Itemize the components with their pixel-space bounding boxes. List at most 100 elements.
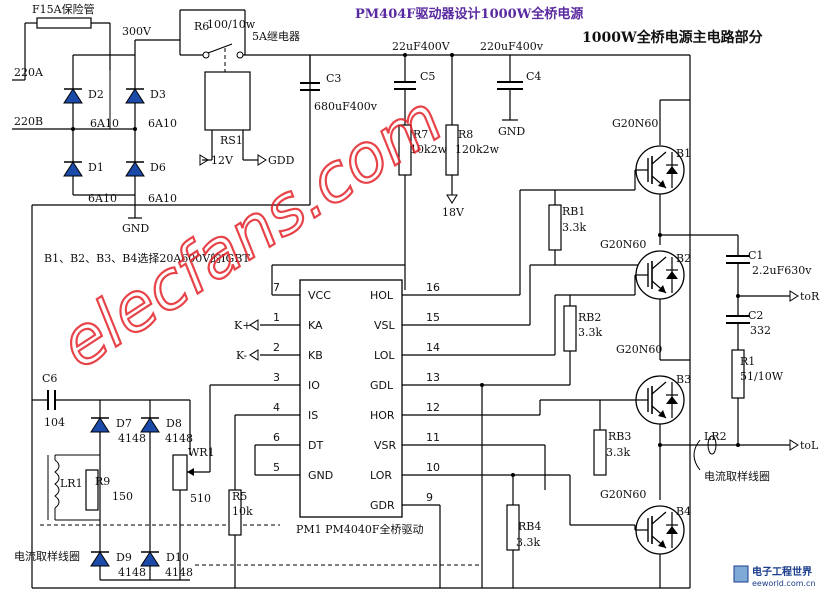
rectifier-gnd-label: GND [122,222,149,235]
pin-15-name: VSL [374,319,396,332]
igbt-b1-part: G20N60 [612,117,658,130]
igbt-b2-label: B2 [676,252,691,265]
d8-label: D8 [166,417,182,430]
igbt-b3-label: B3 [676,373,691,386]
igbt-b4-part: G20N60 [600,488,646,501]
c1-label: C1 [748,249,763,262]
chip-name: PM1 PM4040F全桥驱动 [296,522,423,536]
diode-d10 [140,551,160,567]
driver-chip [299,279,403,518]
diode-d3 [125,88,145,104]
pin-11-name: VSR [374,439,397,452]
r9-value: 150 [112,490,133,503]
r1-value: 51/10W [740,370,784,383]
current-sense-coil-lr1 [47,454,100,521]
relay-12v-label: 12V [211,154,234,167]
page-title: PM404F驱动器设计1000W全桥电源 [355,6,583,22]
pin-4-name: IS [308,409,318,422]
r9-label: R9 [95,475,110,488]
r1-label: R1 [740,355,755,368]
resistor-rb2 [563,305,577,352]
rb1-label: RB1 [562,205,585,218]
r7-value: 10k2w [410,143,448,156]
r8-value: 120k2w [455,143,500,156]
pin-10-num: 10 [426,461,440,474]
pin-1-num: 1 [273,311,280,324]
resistor-r9 [85,469,99,511]
r8-label: R8 [458,128,473,141]
c2-label: C2 [748,309,763,322]
output-to-l-label: toL [800,439,819,452]
diode-d7 [90,417,110,433]
sense-coil-label: 电流取样线圈 [14,549,80,563]
output-coil-label: 电流取样线圈 [704,469,770,483]
pin-15-num: 15 [426,311,440,324]
c5-value: 22uF400V [392,40,451,53]
pin-5-num: 5 [273,461,280,474]
rb1-value: 3.3k [562,221,586,234]
output-to-r-label: toR [800,290,820,303]
diode-d9 [90,551,110,567]
lr2-label: LR2 [704,430,727,443]
fuse-label: F15A保险管 [32,2,95,16]
rb4-value: 3.3k [516,536,540,549]
wr1-value: 510 [190,492,211,505]
c1-value: 2.2uF630v [752,264,812,277]
d10-value: 4148 [165,566,193,579]
eeworld-logo: 电子工程世界 eeworld.com.cn [733,565,816,588]
resistor-rb1 [548,204,562,251]
pin-13-name: GDL [370,379,394,392]
pin-16-num: 16 [426,281,440,294]
pin-2-num: 2 [273,341,280,354]
rb3-label: RB3 [608,430,631,443]
r7-label: R7 [413,128,428,141]
igbt-b1-label: B1 [676,147,691,160]
current-transformer-lr2 [693,435,717,471]
d3-label: D3 [150,88,166,101]
diode-d6 [125,161,145,177]
pin-5-name: GND [308,469,333,482]
ac-input-b-label: 220B [14,115,43,128]
pin-1-name: KA [308,319,323,332]
igbt-b3-part: G20N60 [616,343,662,356]
logo-sub-text: eeworld.com.cn [752,579,816,588]
pin-9-num: 9 [426,491,433,504]
pin-13-num: 13 [426,371,440,384]
rb3-value: 3.3k [606,446,630,459]
fuse: F15A保险管 [24,2,111,80]
d6-label: D6 [150,161,166,174]
pin-12-name: HOR [370,409,395,422]
d2-rating: 6A10 [90,117,119,130]
lr1-label: LR1 [60,477,83,490]
potentiometer-wr1 [172,454,188,491]
d7-label: D7 [116,417,132,430]
d9-value: 4148 [118,566,146,579]
c3-value: 680uF400v [314,100,378,113]
pin-14-num: 14 [426,341,440,354]
pin-2-name: KB [308,349,323,362]
d3-rating: 6A10 [148,117,177,130]
c5-label: C5 [420,70,435,83]
rb4-label: RB4 [518,520,541,533]
d6-rating: 6A10 [148,192,177,205]
chip-right-pins: 16 HOL 15 VSL 14 LOL 13 GDL 12 HOR 11 VS… [370,281,570,512]
c3-label: C3 [326,72,341,85]
capacitor-c4 [497,55,523,121]
pin-10-name: LOR [370,469,392,482]
c4-gnd-label: GND [498,125,525,138]
resistor-rb3 [593,429,607,476]
k-minus-label: K- [236,349,247,362]
c4-value: 220uF400v [480,40,544,53]
pin-6-num: 6 [273,431,280,444]
c4-label: C4 [526,70,541,83]
d7-value: 4148 [118,432,146,445]
d10-label: D10 [166,551,189,564]
d1-rating: 6A10 [88,192,117,205]
d8-value: 4148 [165,432,193,445]
c2-value: 332 [750,324,771,337]
c6-value: 104 [44,416,65,429]
chip-left-pins: 7 VCC 1 KA 2 KB 3 IO 4 IS 6 DT 5 GND [210,264,405,482]
pin-16-name: HOL [370,289,394,302]
d2-label: D2 [88,88,104,101]
